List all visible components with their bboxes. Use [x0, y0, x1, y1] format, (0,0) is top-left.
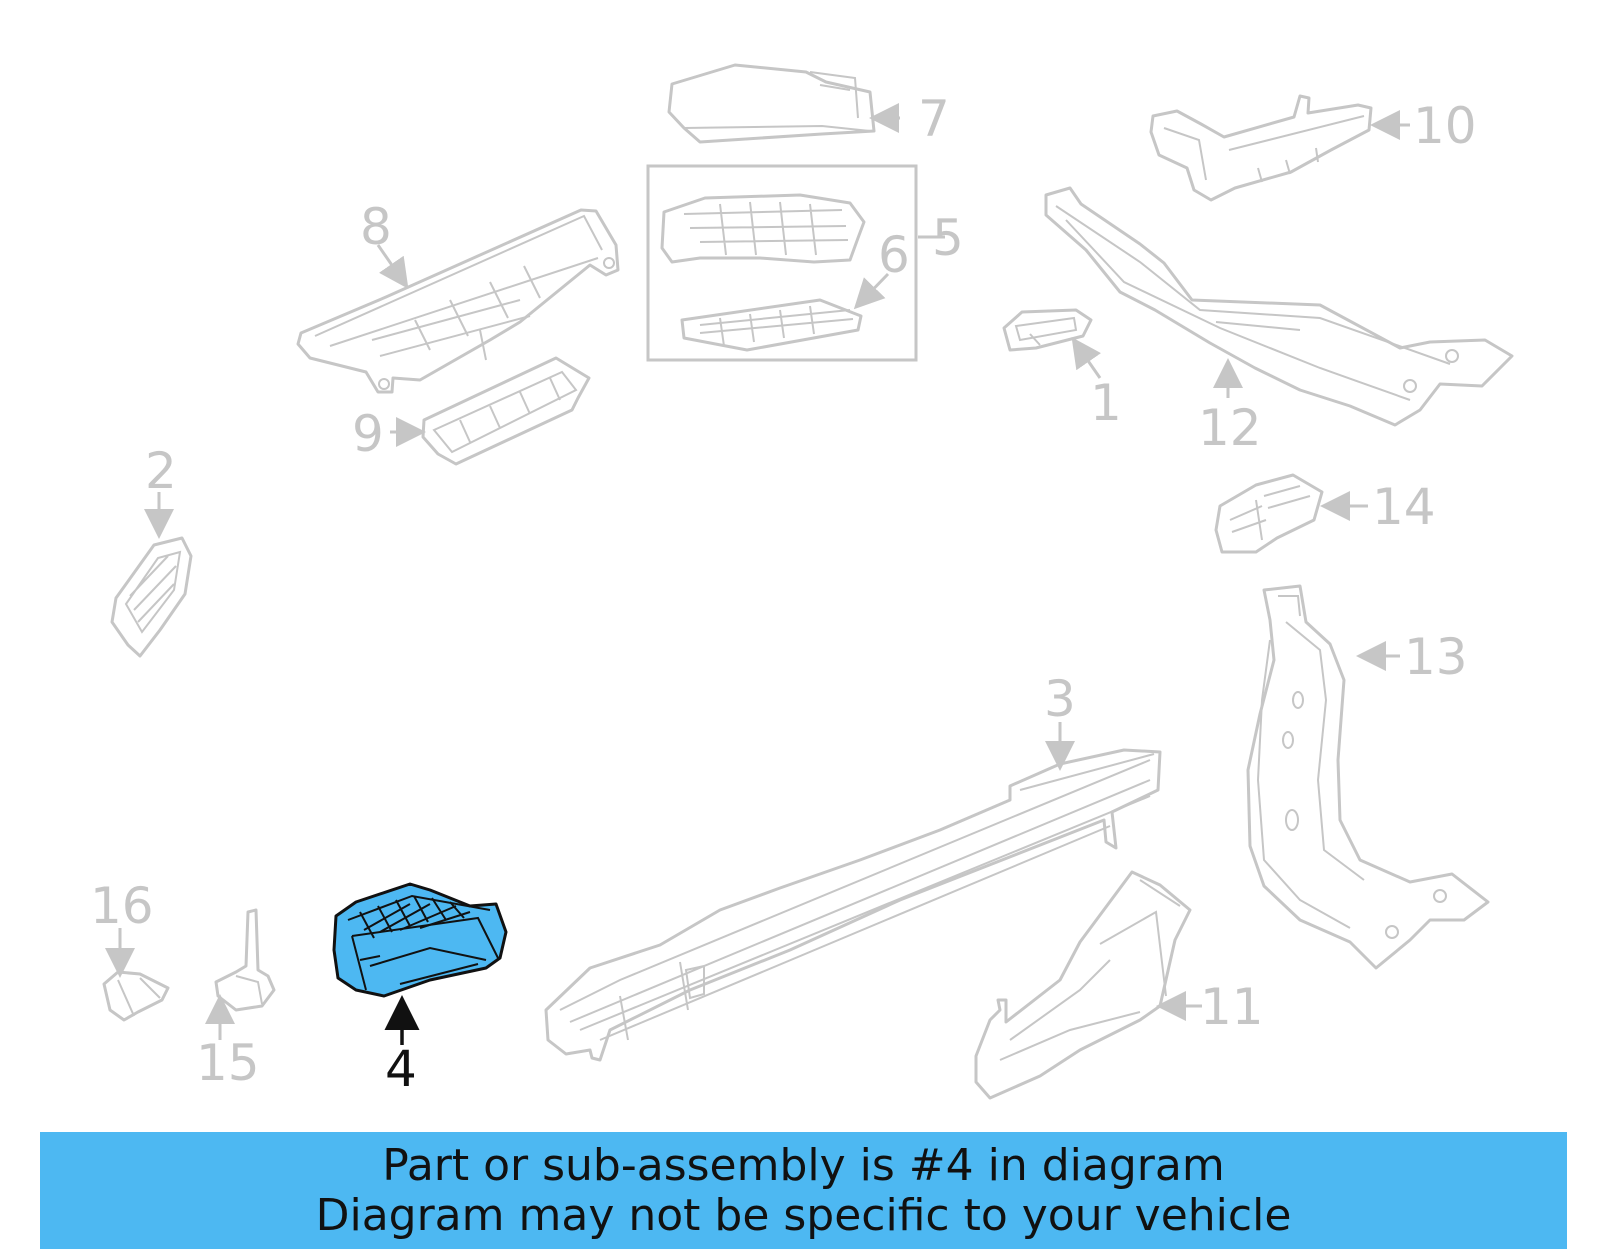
callout-3: 3 [1044, 670, 1076, 728]
info-banner: Part or sub-assembly is #4 in diagram Di… [40, 1132, 1567, 1249]
callout-16: 16 [90, 877, 154, 935]
callout-4: 4 [385, 1040, 417, 1098]
part-10-duct[interactable]: 10 [1149, 94, 1477, 202]
part-5-6-box[interactable]: 5 6 [646, 164, 964, 362]
part-11-duct[interactable]: 11 [974, 870, 1264, 1100]
part-14-connector[interactable]: 14 [1214, 473, 1436, 554]
callout-9: 9 [352, 405, 384, 463]
part-4-highlighted-vent[interactable]: 4 [332, 882, 508, 1098]
part-9-grille[interactable]: 9 [352, 356, 591, 466]
part-13-duct[interactable]: 13 [1246, 584, 1490, 970]
callout-5: 5 [932, 209, 964, 267]
callout-11: 11 [1200, 978, 1264, 1036]
callout-2: 2 [145, 442, 177, 500]
part-1-small-vent[interactable]: 1 [1002, 308, 1122, 432]
callout-8: 8 [360, 198, 392, 256]
banner-line-1: Part or sub-assembly is #4 in diagram [382, 1139, 1225, 1191]
part-15-sensor[interactable]: 15 [196, 908, 276, 1092]
callout-15: 15 [196, 1034, 260, 1092]
banner-line-2: Diagram may not be specific to your vehi… [315, 1189, 1292, 1241]
callout-1: 1 [1090, 374, 1122, 432]
callout-6: 6 [878, 226, 910, 284]
callout-13: 13 [1404, 628, 1468, 686]
callout-12: 12 [1198, 399, 1262, 457]
part-8-vent-housing[interactable]: 8 [296, 198, 620, 394]
callout-7: 7 [918, 90, 950, 148]
callout-14: 14 [1372, 478, 1436, 536]
part-2-vent[interactable]: 2 [110, 442, 193, 658]
part-3-long-vent[interactable]: 3 [544, 670, 1162, 1062]
callout-10: 10 [1413, 97, 1477, 155]
part-12-duct[interactable]: 12 [1044, 186, 1514, 457]
part-16-clip[interactable]: 16 [90, 877, 170, 1022]
part-7-duct[interactable]: 7 [667, 63, 950, 148]
